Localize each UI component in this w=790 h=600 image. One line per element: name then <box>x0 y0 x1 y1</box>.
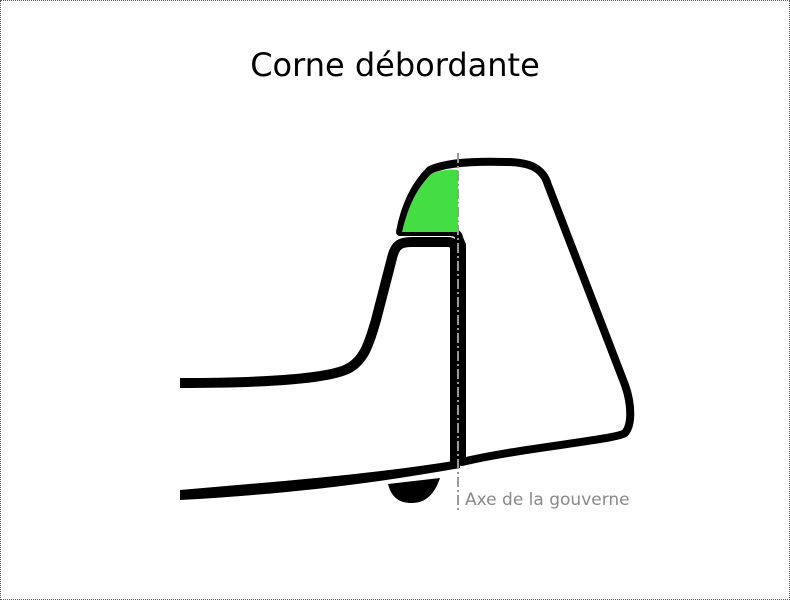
axis-label: Axe de la gouverne <box>465 490 630 510</box>
tail-bump <box>388 478 440 503</box>
fuselage-bottom <box>180 460 460 500</box>
horn-balance-area <box>402 169 458 232</box>
diagram-title: Corne débordante <box>250 46 540 84</box>
fin-outline <box>179 237 460 462</box>
